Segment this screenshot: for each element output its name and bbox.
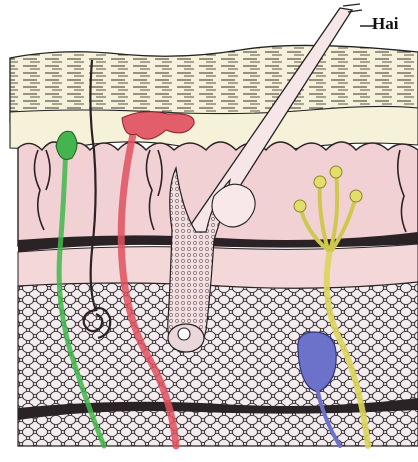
hair-label: Hai (372, 14, 398, 34)
receptor-bud-1 (294, 200, 306, 212)
receptor-bud-4 (350, 190, 362, 202)
subcutaneous-fat (18, 282, 418, 446)
receptor-bud-2 (314, 176, 326, 188)
hair-papilla (178, 328, 190, 340)
receptor-bud-3 (330, 166, 342, 178)
